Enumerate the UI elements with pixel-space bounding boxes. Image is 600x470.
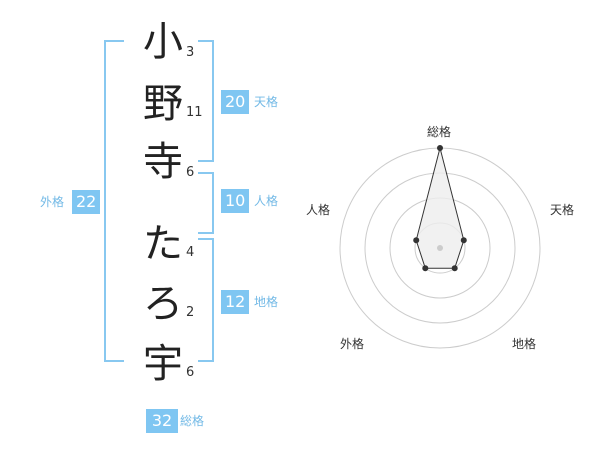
- radar-axis-label-gaikaku: 外格: [340, 337, 365, 351]
- gaikaku-value-badge: 22: [72, 190, 100, 214]
- radar-point-2: [451, 265, 458, 272]
- name-char-1: 小: [143, 19, 183, 65]
- radar-point-1: [460, 237, 467, 244]
- chikaku-bracket: [198, 238, 214, 362]
- radar-axis-label-tenkaku: 天格: [550, 203, 575, 217]
- gaikaku-bracket: [104, 40, 124, 362]
- name-char-2: 野: [143, 81, 183, 127]
- stroke-count-6: 6: [186, 365, 195, 380]
- stroke-count-1: 3: [186, 45, 195, 60]
- radar-point-4: [413, 237, 420, 244]
- stroke-count-3: 6: [186, 165, 195, 180]
- tenkaku-label: 天格: [254, 95, 279, 109]
- radar-point-3: [422, 265, 429, 272]
- name-char-5: ろ: [143, 281, 183, 327]
- radar-series-polygon: [415, 147, 465, 269]
- radar-axis-label-soukaku: 総格: [427, 125, 452, 139]
- soukaku-value-badge: 32: [146, 409, 178, 433]
- jinkaku-bracket: [198, 172, 214, 234]
- soukaku-label: 総格: [180, 414, 205, 428]
- name-char-6: 宇: [143, 341, 183, 387]
- gaikaku-label: 外格: [40, 195, 65, 209]
- stroke-count-5: 2: [186, 305, 195, 320]
- chikaku-value-badge: 12: [221, 290, 249, 314]
- radar-axis-label-chikaku: 地格: [512, 337, 537, 351]
- tenkaku-bracket: [198, 40, 214, 162]
- tenkaku-value-badge: 20: [221, 90, 249, 114]
- radar-point-0: [437, 145, 443, 151]
- stroke-count-2: 11: [186, 105, 203, 120]
- jinkaku-label: 人格: [254, 194, 279, 208]
- name-char-4: た: [143, 221, 183, 267]
- jinkaku-value-badge: 10: [221, 189, 249, 213]
- stroke-count-4: 4: [186, 245, 195, 260]
- radar-axis-label-jinkaku: 人格: [306, 203, 331, 217]
- name-char-3: 寺: [143, 139, 183, 185]
- radar-center-dot: [437, 245, 443, 251]
- chikaku-label: 地格: [254, 295, 279, 309]
